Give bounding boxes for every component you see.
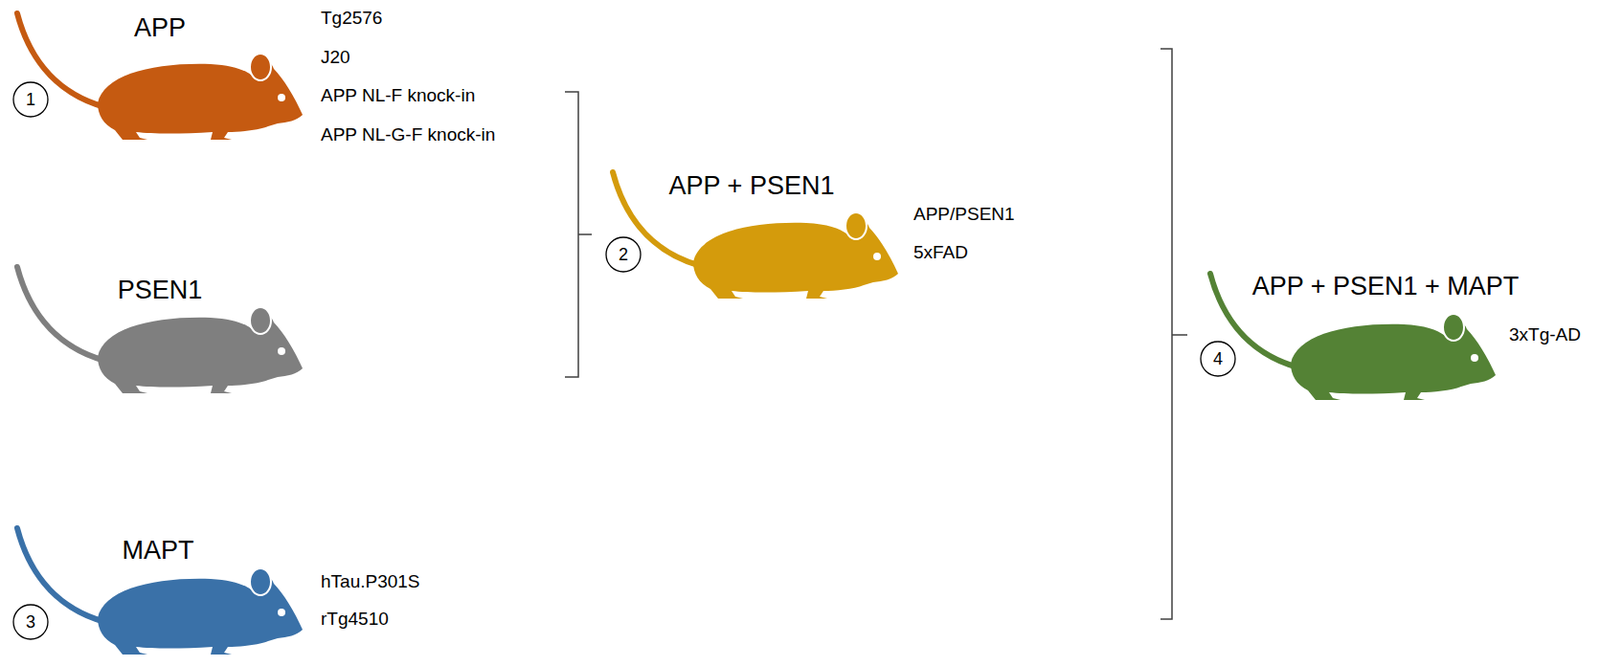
model-name: J20	[320, 46, 351, 69]
mouse-node: APP + PSEN1	[605, 168, 902, 303]
bracket	[1160, 48, 1188, 620]
model-name: Tg2576	[320, 7, 383, 30]
model-name: APP NL-G-F knock-in	[320, 124, 496, 147]
callout-circle	[1200, 341, 1236, 377]
bracket	[564, 91, 592, 378]
callout-circle	[606, 237, 641, 272]
model-name: APP NL-F knock-in	[320, 85, 475, 108]
callout-number: 1	[25, 90, 36, 109]
model-name: 3xTg-AD	[1509, 324, 1581, 347]
mouse-heading: MAPT	[121, 537, 194, 566]
callout-number: 2	[618, 246, 629, 264]
model-name: 5xFAD	[913, 242, 969, 265]
mouse-heading: APP + PSEN1 + MAPT	[1252, 272, 1520, 302]
mouse-node: APP + PSEN1 + MAPT	[1202, 270, 1500, 405]
callout-circle	[13, 82, 48, 117]
model-name: hTau.P301S	[320, 571, 421, 594]
mouse-node: APP	[9, 9, 307, 144]
callout-circle	[13, 605, 48, 640]
callout-number: 4	[1213, 350, 1223, 368]
mouse-node: PSEN1	[9, 263, 307, 398]
mouse-heading: APP	[134, 14, 186, 44]
model-name: rTg4510	[320, 608, 389, 631]
mouse-heading: PSEN1	[117, 276, 203, 306]
model-name: APP/PSEN1	[913, 203, 1015, 226]
mouse-heading: APP + PSEN1	[669, 172, 835, 202]
callout-number: 3	[25, 613, 36, 631]
mouse-node: MAPT	[9, 524, 307, 659]
